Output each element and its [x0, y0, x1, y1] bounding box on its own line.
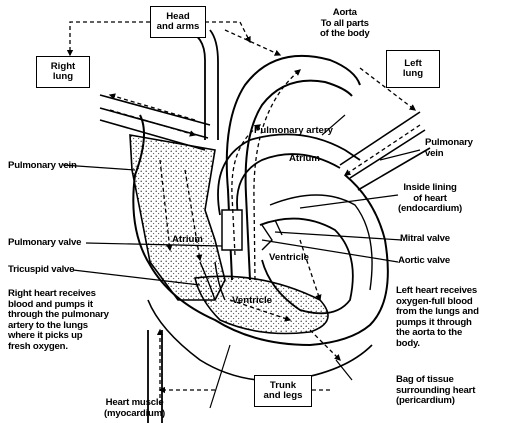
tricuspid-valve-label: Tricuspid valve	[8, 265, 74, 276]
myocardium-label: Heart muscle (myocardium)	[104, 398, 165, 419]
atrium-left-label: Atrium	[289, 154, 320, 165]
pulmonary-vein-left-label: Pulmonary vein	[425, 138, 473, 159]
mitral-valve-shape	[262, 220, 282, 250]
endocardium-line	[270, 195, 372, 290]
pulmonary-vein-right-label: Pulmonary vein	[8, 161, 77, 172]
atrium-right-label: Atrium	[172, 235, 203, 246]
ventricle-right-label: Ventricle	[232, 296, 272, 307]
left-heart-description: Left heart receives oxygen-full blood fr…	[396, 286, 479, 349]
ventricle-left-label: Ventricle	[269, 253, 309, 264]
pericardium-label: Bag of tissue surrounding heart (pericar…	[396, 375, 475, 407]
endocardium-label: Inside lining of heart (endocardium)	[398, 183, 462, 215]
aorta-arch-inner	[246, 81, 352, 280]
head-arms-label: Head and arms	[157, 12, 200, 33]
head-arms-box: Head and arms	[150, 6, 206, 38]
pulmonary-valve-label: Pulmonary valve	[8, 238, 81, 249]
aortic-valve-label: Aortic valve	[398, 256, 450, 267]
superior-vena-cava-inner	[210, 30, 218, 140]
trunk-legs-label: Trunk and legs	[264, 381, 303, 402]
aorta-label: Aorta To all parts of the body	[320, 8, 370, 40]
mitral-valve-label: Mitral valve	[400, 234, 450, 245]
left-lung-box: Left lung	[386, 50, 440, 88]
right-lung-label: Right lung	[51, 62, 76, 83]
flow-arrows	[70, 22, 420, 405]
right-heart-region	[130, 135, 225, 300]
right-heart-description: Right heart receives blood and pumps it …	[8, 289, 109, 352]
left-lung-label: Left lung	[403, 59, 423, 80]
trunk-legs-box: Trunk and legs	[254, 375, 312, 407]
right-lung-box: Right lung	[36, 56, 90, 88]
pulmonary-valve-shape	[222, 210, 242, 250]
pulmonary-artery-label: Pulmonary artery	[254, 126, 333, 137]
leader-lines	[63, 115, 420, 408]
